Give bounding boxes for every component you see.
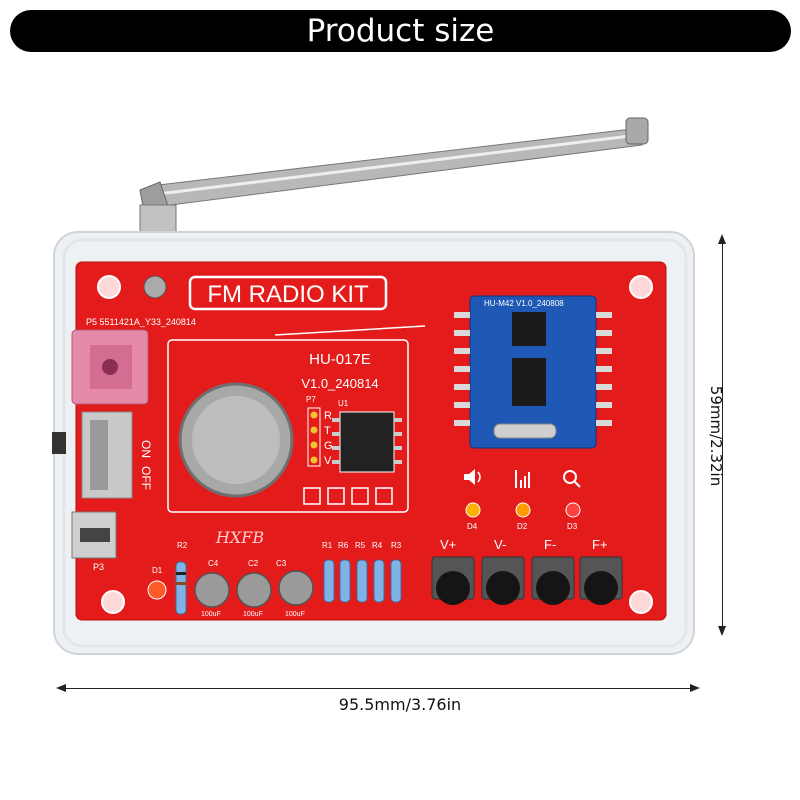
height-dimension-arrow	[718, 234, 726, 636]
model-label: HU-017E	[309, 351, 371, 368]
board-title: FM RADIO KIT	[207, 281, 369, 308]
telescopic-antenna	[139, 117, 649, 246]
led-label-d1: D1	[152, 566, 163, 575]
resistor-r2	[175, 561, 187, 615]
resistor-label-r2: R2	[177, 541, 188, 550]
led-d2	[515, 502, 531, 518]
height-dimension-label: 59mm/2.32in	[707, 385, 725, 487]
version-label: V1.0_240814	[301, 376, 378, 391]
vol-up-button[interactable]	[431, 556, 475, 605]
screw-icon	[143, 275, 167, 299]
solder-pads	[303, 487, 393, 505]
led-d3	[565, 502, 581, 518]
capacitor-value-c4: 100uF	[201, 611, 221, 618]
mounting-holes	[97, 275, 653, 614]
pin-label-r: R	[324, 410, 332, 422]
usb-port	[71, 511, 117, 559]
capacitor-label-c4: C4	[208, 559, 219, 568]
button-label-freq-down: F-	[544, 537, 556, 552]
resistor-label-r5: R5	[355, 541, 366, 550]
capacitor-value-c3: 100uF	[285, 611, 305, 618]
module-label: HU-M42 V1.0_240808	[484, 299, 564, 308]
capacitor-label-c3: C3	[276, 559, 287, 568]
chip-label: U1	[338, 399, 349, 408]
header-pins	[307, 407, 321, 467]
led-label-d2: D2	[517, 522, 528, 531]
vol-down-button[interactable]	[481, 556, 525, 605]
led-label-d4: D4	[467, 522, 478, 531]
speaker-icon	[464, 469, 481, 485]
button-label-vol-down: V-	[494, 537, 506, 552]
title-banner: Product size	[10, 10, 791, 52]
width-dimension-label: 95.5mm/3.76in	[338, 695, 462, 714]
pin-label-g: G	[324, 440, 333, 452]
capacitor-value-c2: 100uF	[243, 611, 263, 618]
brand-mark: HXFB	[215, 528, 264, 547]
signal-icon	[515, 470, 530, 488]
switch-on-label: ON	[139, 440, 153, 458]
width-dimension-arrow	[56, 684, 700, 692]
freq-down-button[interactable]	[531, 556, 575, 605]
pcb-code: P5 5511421A_Y33_240814	[86, 317, 196, 327]
height-dimension-line	[722, 240, 723, 630]
freq-up-button[interactable]	[579, 556, 623, 605]
resistor-label-r1: R1	[322, 541, 333, 550]
capacitors	[194, 570, 314, 608]
width-dimension-line	[62, 688, 694, 689]
resistor-label-r3: R3	[391, 541, 402, 550]
switch-off-label: OFF	[139, 466, 153, 490]
led-d4	[465, 502, 481, 518]
capacitor-label-c2: C2	[248, 559, 259, 568]
led-label-d3: D3	[567, 522, 578, 531]
audio-jack	[71, 329, 149, 405]
resistor-bank	[323, 559, 402, 603]
port-label: P3	[93, 562, 104, 572]
pin-label-t: T	[324, 425, 331, 437]
resistor-label-r6: R6	[338, 541, 349, 550]
fm-module	[454, 295, 612, 449]
button-label-freq-up: F+	[592, 537, 608, 552]
silkscreen-frame	[167, 339, 409, 513]
header-label: P7	[306, 395, 316, 404]
banner-title: Product size	[306, 13, 495, 49]
resistor-label-r4: R4	[372, 541, 383, 550]
power-switch[interactable]	[52, 411, 133, 499]
search-icon	[563, 470, 581, 488]
amplifier-chip	[332, 411, 402, 473]
title-frame	[188, 275, 388, 311]
pin-label-v: V	[324, 455, 332, 467]
button-label-vol-up: V+	[440, 537, 456, 552]
led-d1	[147, 580, 167, 600]
